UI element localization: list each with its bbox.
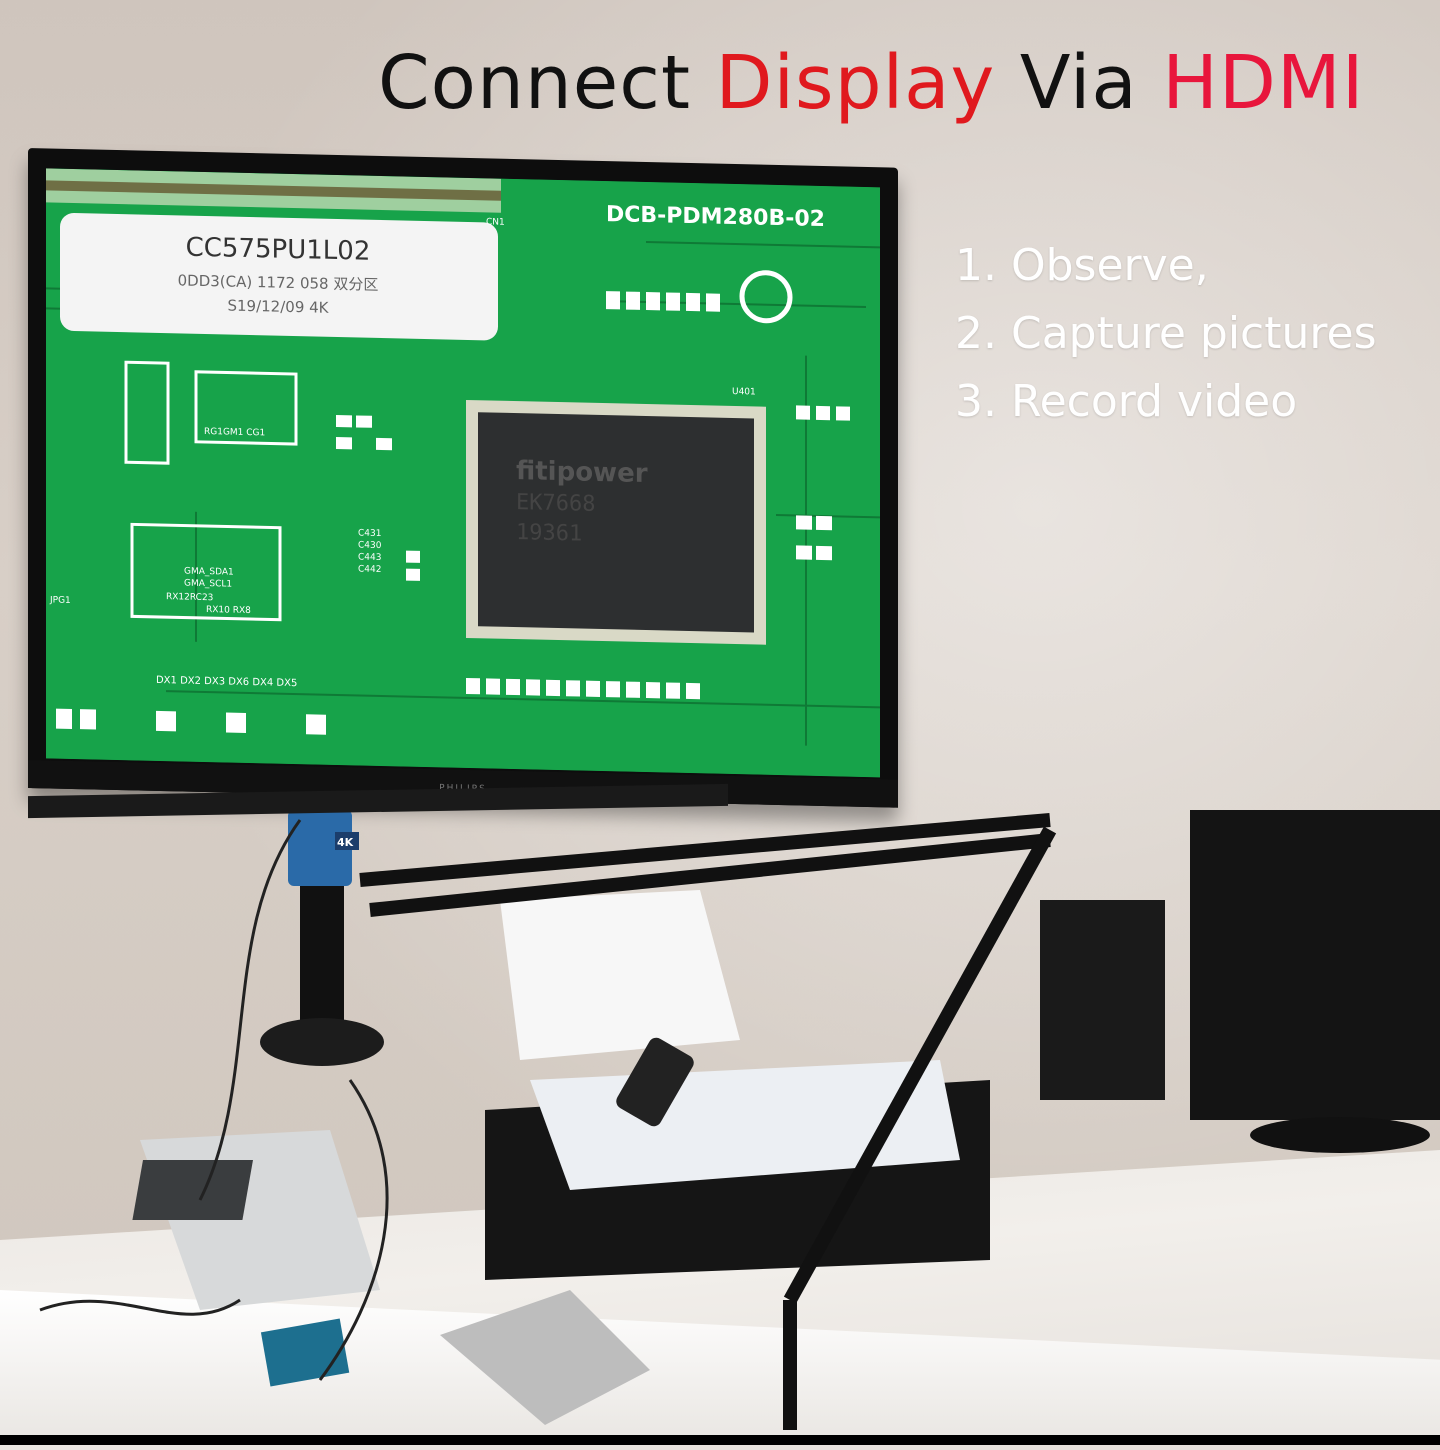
silk-c431: C431 xyxy=(358,528,381,539)
silk-box-rg xyxy=(194,370,298,446)
tv-screen: CC575PU1L02 0DD3(CA) 1172 058 双分区 S19/12… xyxy=(46,168,880,778)
remote-control xyxy=(616,1037,694,1127)
label-batch: 0DD3(CA) 1172 058 双分区 xyxy=(178,271,379,294)
ring-light xyxy=(260,1018,384,1066)
power-supply xyxy=(440,1290,650,1425)
feature-steps: 1. Observe, 2. Capture pictures 3. Recor… xyxy=(955,232,1425,436)
label-date: S19/12/09 4K xyxy=(227,297,329,317)
camera-lens-tube xyxy=(300,886,344,1036)
silk-pg1: JPG1 xyxy=(49,595,71,605)
silk-c442: C442 xyxy=(358,564,381,575)
silk-c443: C443 xyxy=(358,552,381,563)
silk-rx: RX12RC23 xyxy=(166,592,213,603)
label-part-number: CC575PU1L02 xyxy=(186,233,371,267)
step-observe: 1. Observe, xyxy=(955,240,1209,291)
silk-scl: GMA_SCL1 xyxy=(184,579,232,590)
headline: Connect Display Via HDMI xyxy=(378,40,1418,126)
silk-u401: U401 xyxy=(732,387,756,398)
headline-word-via: Via xyxy=(1019,40,1138,126)
pc-monitor xyxy=(1190,810,1440,1120)
pcb-label-sticker xyxy=(60,213,498,341)
chip-body xyxy=(478,412,754,633)
camera-badge-bg xyxy=(335,832,359,850)
printer-paper xyxy=(500,890,740,1060)
silk-sda: GMA_SDA1 xyxy=(184,567,234,578)
step-capture: 2. Capture pictures xyxy=(955,308,1377,359)
chip-brand: fitipower xyxy=(516,456,648,489)
smd-components xyxy=(336,291,850,700)
tv-monitor: CC575PU1L02 0DD3(CA) 1172 058 双分区 S19/12… xyxy=(28,148,898,808)
headline-word-hdmi: HDMI xyxy=(1162,40,1365,126)
chip-code-2: 19361 xyxy=(516,520,582,546)
step-record: 3. Record video xyxy=(955,376,1298,427)
microscope-arm xyxy=(359,813,1057,1430)
camera-body xyxy=(288,810,352,886)
silk-rx2: RX10 RX8 xyxy=(206,605,251,616)
silk-dx-row: DX1 DX2 DX3 DX6 DX4 DX5 xyxy=(156,675,297,689)
silk-cn1: CN1 xyxy=(486,217,505,227)
silk-rg: RG1GM1 CG1 xyxy=(204,427,265,438)
silk-c430: C430 xyxy=(358,540,382,551)
silk-box-gma xyxy=(130,522,282,622)
board-logo xyxy=(739,270,793,324)
cables xyxy=(39,819,389,1381)
smd-bottom-left xyxy=(56,708,326,735)
board-id: DCB-PDM280B-02 xyxy=(606,202,825,232)
headline-word-connect: Connect xyxy=(378,40,691,126)
phone-screen xyxy=(132,1160,253,1220)
chip-code-1: EK7668 xyxy=(516,490,595,517)
pcb-connector-pins xyxy=(46,180,501,201)
pcb-magnified-view: CC575PU1L02 0DD3(CA) 1172 058 双分区 S19/12… xyxy=(46,168,880,778)
silk-box-left xyxy=(124,360,170,465)
desk-scene: 4K xyxy=(39,810,1440,1430)
pc-monitor-stand xyxy=(1250,1117,1430,1153)
speaker xyxy=(1040,900,1165,1100)
bottom-border xyxy=(0,1435,1440,1445)
dev-board xyxy=(260,1318,350,1387)
headline-word-display: Display xyxy=(715,40,996,126)
camera-badge: 4K xyxy=(337,836,354,849)
